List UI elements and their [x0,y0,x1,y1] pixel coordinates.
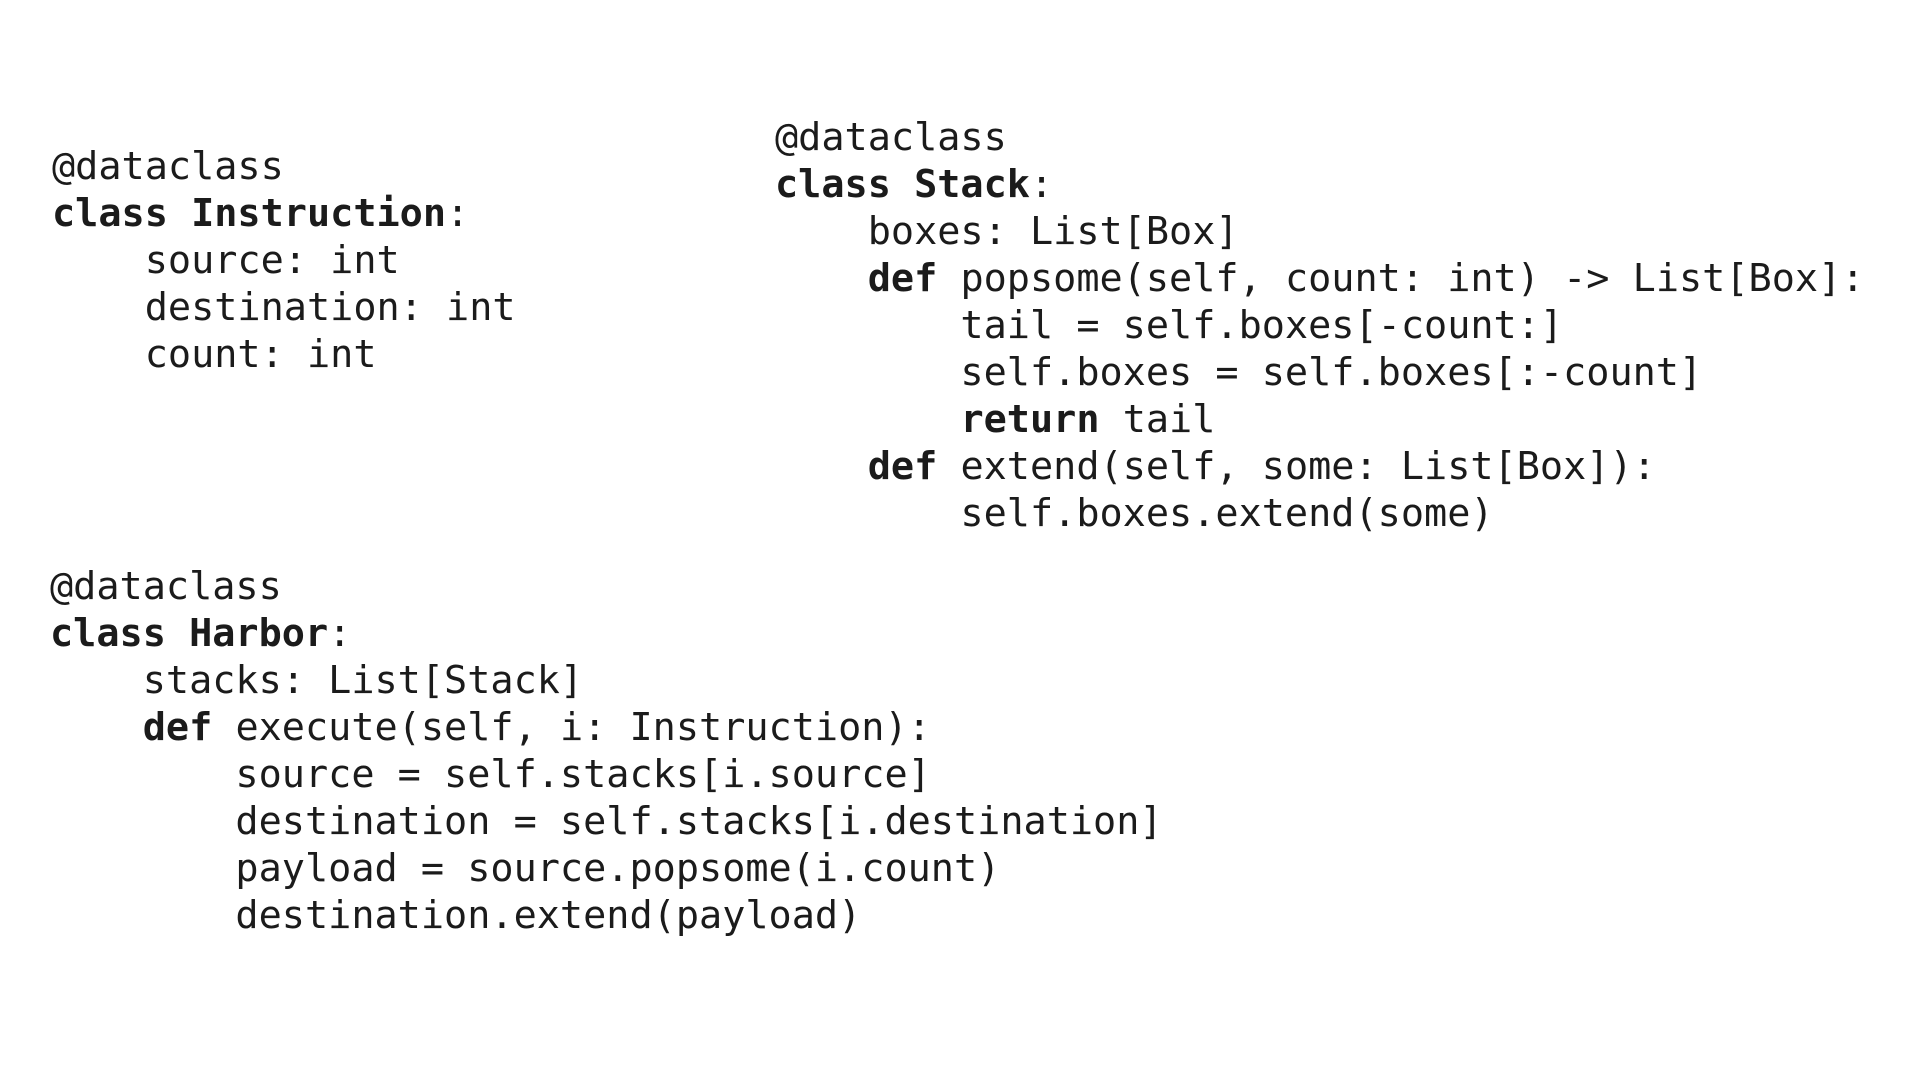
code-text [50,705,143,750]
code-text: source: int [52,238,400,283]
code-text: @dataclass [52,144,284,189]
code-text: destination = self.stacks[i.destination] [50,799,1163,844]
code-line: def execute(self, i: Instruction): [50,704,1163,751]
code-keyword: def [867,256,938,301]
code-text: : [446,191,470,236]
code-line: tail = self.boxes[-count:] [775,302,1864,349]
code-line: source = self.stacks[i.source] [50,751,1163,798]
code-text: stacks: List[Stack] [50,658,584,703]
code-line: @dataclass [775,114,1864,161]
code-text: destination.extend(payload) [50,893,862,938]
code-keyword: class Harbor [50,611,329,656]
code-text: extend(self, some: List[Box]): [937,444,1656,489]
code-text: self.boxes = self.boxes[:-count] [775,350,1703,395]
code-text: @dataclass [50,564,282,609]
code-text: payload = source.popsome(i.count) [50,846,1001,891]
code-line: self.boxes.extend(some) [775,490,1864,537]
code-text: @dataclass [775,115,1007,160]
code-line: def popsome(self, count: int) -> List[Bo… [775,255,1865,302]
code-line: source: int [52,237,516,284]
code-text [775,256,868,301]
code-keyword: return [960,397,1100,442]
code-text: execute(self, i: Instruction): [212,705,931,750]
code-line: class Instruction: [52,190,516,237]
code-text: : [1029,162,1054,207]
code-line: destination.extend(payload) [50,892,1163,939]
code-line: def extend(self, some: List[Box]): [775,443,1864,490]
code-text: popsome(self, count: int) -> List[Box]: [937,256,1865,301]
code-text: : [328,611,352,656]
code-line: payload = source.popsome(i.count) [50,845,1163,892]
code-text: destination: int [52,285,516,330]
code-text: tail [1099,397,1216,442]
code-keyword: class Instruction [52,191,447,236]
code-line: class Harbor: [50,610,1163,657]
code-line: @dataclass [50,563,1163,610]
code-text: self.boxes.extend(some) [775,491,1494,536]
code-line: @dataclass [52,143,516,190]
code-line: stacks: List[Stack] [50,657,1163,704]
code-keyword: def [867,444,938,489]
code-keyword: def [142,705,213,750]
code-text [775,397,960,442]
code-line: class Stack: [775,161,1864,208]
code-text: source = self.stacks[i.source] [50,752,931,797]
code-line: boxes: List[Box] [775,208,1864,255]
code-line: count: int [52,331,516,378]
code-text: count: int [52,332,377,377]
code-text [775,444,868,489]
code-keyword: class Stack [775,162,1030,207]
code-text: boxes: List[Box] [775,209,1239,254]
code-line: return tail [775,396,1864,443]
code-line: self.boxes = self.boxes[:-count] [775,349,1864,396]
code-line: destination = self.stacks[i.destination] [50,798,1163,845]
code-text: tail = self.boxes[-count:] [775,303,1564,348]
code-line: destination: int [52,284,516,331]
